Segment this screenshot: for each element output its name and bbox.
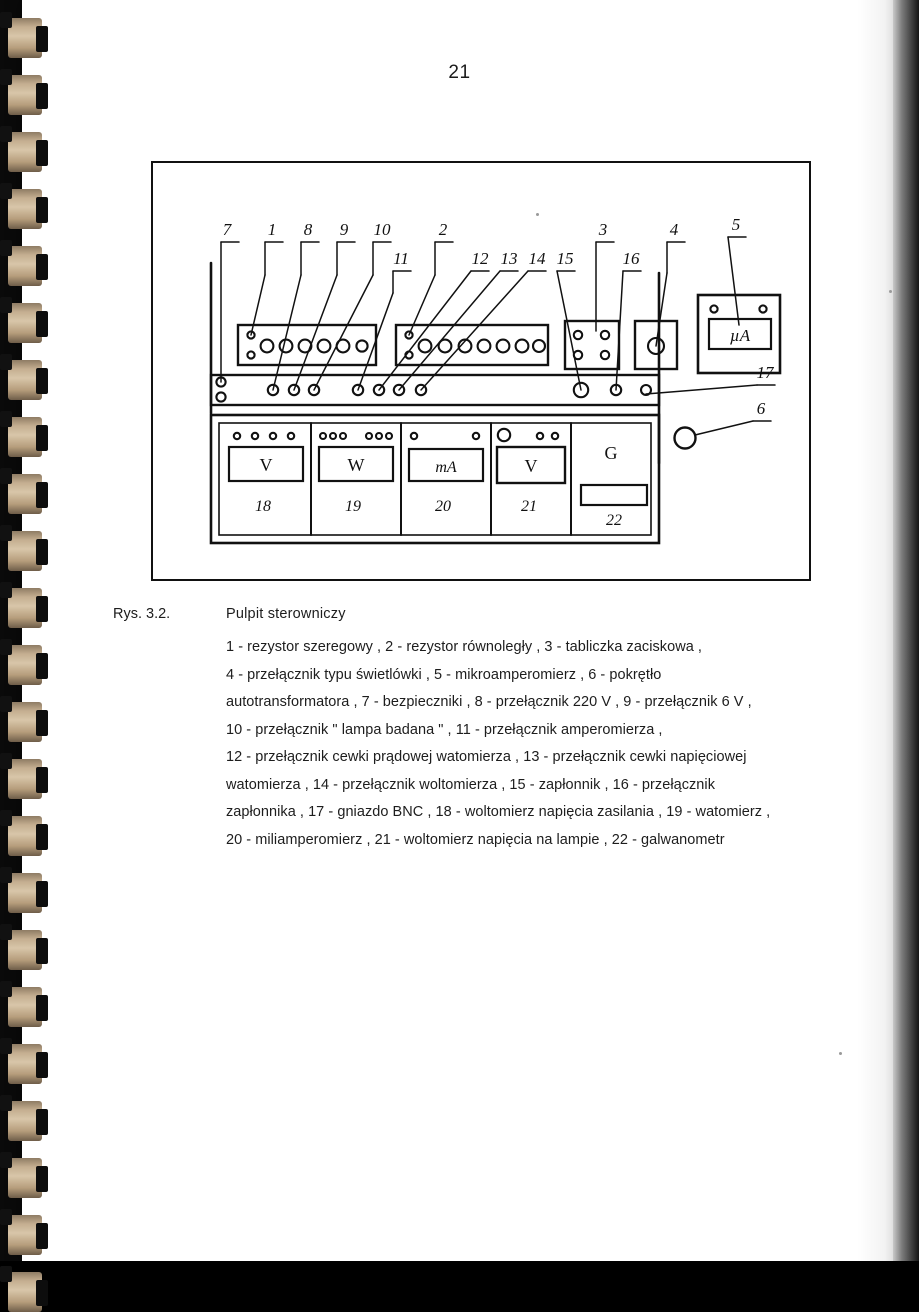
caption-line: zapłonnika , 17 - gniazdo BNC , 18 - wol… xyxy=(226,804,771,820)
spiral-coil xyxy=(0,126,48,172)
caption-line: 12 - przełącznik cewki prądowej watomier… xyxy=(226,749,747,765)
svg-text:G: G xyxy=(605,443,618,463)
spiral-binding xyxy=(0,0,48,1312)
spiral-coil xyxy=(0,297,48,343)
callout-15: 15 xyxy=(557,249,574,268)
caption-line: 1 - rezystor szeregowy , 2 - rezystor ró… xyxy=(226,639,703,655)
callout-3: 3 xyxy=(598,220,608,239)
callout-2: 2 xyxy=(439,220,448,239)
callout-17: 17 xyxy=(757,363,776,382)
callout-12: 12 xyxy=(472,249,490,268)
figure-caption: Rys. 3.2. Pulpit sterowniczy 1 - rezysto… xyxy=(113,606,873,854)
spiral-coil xyxy=(0,924,48,970)
callout-4: 4 xyxy=(670,220,679,239)
spiral-coil xyxy=(0,183,48,229)
scan-right-edge xyxy=(893,0,919,1261)
callout-1: 1 xyxy=(268,220,277,239)
spiral-coil xyxy=(0,1266,48,1312)
caption-line: autotransformatora , 7 - bezpieczniki , … xyxy=(226,694,752,710)
spiral-coil xyxy=(0,1152,48,1198)
callout-8: 8 xyxy=(304,220,313,239)
figure-label: Rys. 3.2. xyxy=(113,606,171,622)
caption-line: 4 - przełącznik typu świetlówki , 5 - mi… xyxy=(226,666,662,683)
caption-line: 10 - przełącznik " lampa badana " , 11 -… xyxy=(226,721,663,738)
scan-speck xyxy=(889,290,892,293)
callout-13: 13 xyxy=(501,249,518,268)
spiral-coil xyxy=(0,69,48,115)
spiral-coil xyxy=(0,12,48,58)
spiral-coil xyxy=(0,1095,48,1141)
svg-text:µA: µA xyxy=(730,326,751,345)
scan-speck xyxy=(536,213,539,216)
spiral-coil xyxy=(0,240,48,286)
spiral-coil xyxy=(0,753,48,799)
callout-5: 5 xyxy=(732,215,741,234)
figure-title: Pulpit sterowniczy xyxy=(226,606,346,622)
spiral-coil xyxy=(0,981,48,1027)
spiral-coil xyxy=(0,1209,48,1255)
callout-7: 7 xyxy=(223,220,233,239)
spiral-coil xyxy=(0,639,48,685)
spiral-coil xyxy=(0,582,48,628)
spiral-coil xyxy=(0,468,48,514)
callout-9: 9 xyxy=(340,220,349,239)
spiral-coil xyxy=(0,411,48,457)
svg-text:mA: mA xyxy=(435,459,457,476)
spiral-coil xyxy=(0,354,48,400)
callout-10: 10 xyxy=(374,220,392,239)
callout-11: 11 xyxy=(393,249,409,268)
callout-6: 6 xyxy=(757,399,766,418)
callout-16: 16 xyxy=(623,249,641,268)
svg-text:V: V xyxy=(260,455,273,475)
caption-line: 20 - miliamperomierz , 21 - woltomierz n… xyxy=(226,831,725,848)
spiral-coil xyxy=(0,1038,48,1084)
svg-text:19: 19 xyxy=(345,498,361,515)
caption-header: Rys. 3.2. Pulpit sterowniczy xyxy=(113,606,873,622)
spiral-coil xyxy=(0,810,48,856)
spiral-coil xyxy=(0,696,48,742)
svg-text:22: 22 xyxy=(606,512,622,529)
spiral-coil xyxy=(0,525,48,571)
page-number: 21 xyxy=(448,62,471,83)
caption-legend-list: 1 - rezystor szeregowy , 2 - rezystor ró… xyxy=(113,634,873,854)
control-panel-diagram: µA V 18 W xyxy=(209,215,782,545)
svg-text:V: V xyxy=(525,456,538,476)
caption-line: watomierza , 14 - przełącznik woltomierz… xyxy=(226,776,715,793)
svg-text:21: 21 xyxy=(521,498,537,515)
callout-14: 14 xyxy=(529,249,547,268)
figure-frame: µA V 18 W xyxy=(151,161,811,581)
svg-text:18: 18 xyxy=(255,498,271,515)
scan-speck xyxy=(839,1052,842,1055)
spiral-coil xyxy=(0,867,48,913)
svg-text:20: 20 xyxy=(435,498,451,515)
svg-text:W: W xyxy=(348,455,365,475)
